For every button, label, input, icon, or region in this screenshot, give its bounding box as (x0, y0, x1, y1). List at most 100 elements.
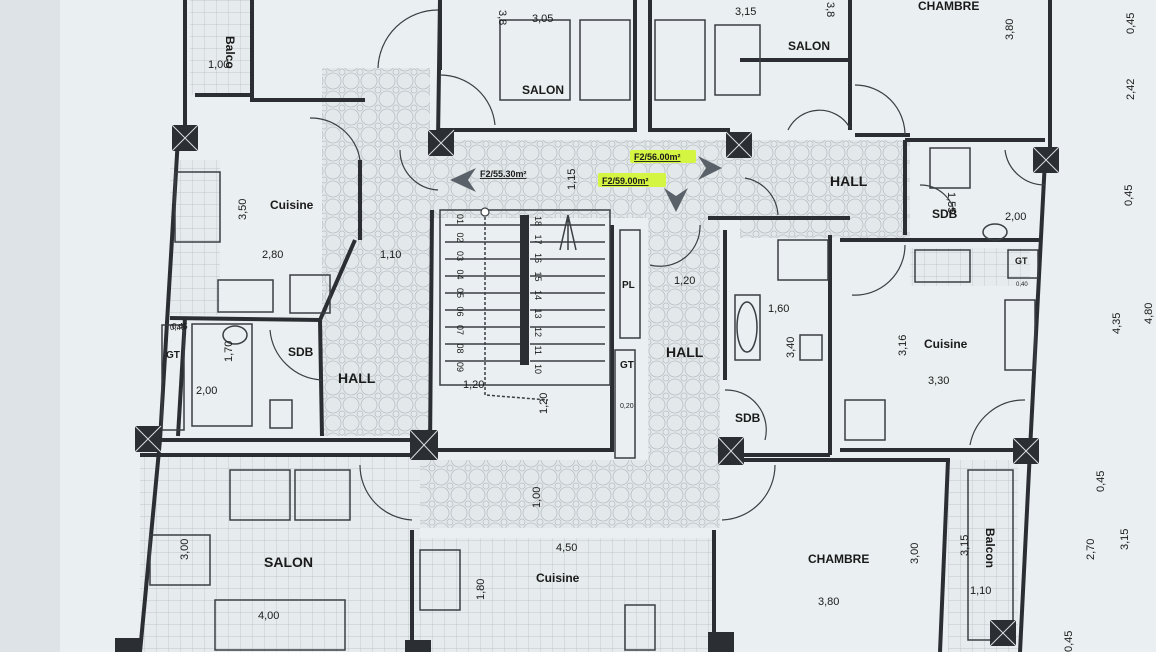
room-salon-bottom-left: SALON (264, 554, 313, 570)
dim: 3,8 (824, 2, 836, 17)
dim: 0,40 (1016, 282, 1028, 288)
dim: 0,45 (1123, 185, 1135, 206)
arrow-right-icon (698, 156, 722, 180)
room-sdb-center: SDB (735, 411, 761, 425)
dim: 4,00 (258, 610, 279, 622)
dim: 4,80 (1143, 303, 1155, 324)
room-gt-right: GT (1015, 256, 1028, 266)
stair-step-number: 09 (455, 362, 465, 372)
area-label-right: F2/56.00m² (634, 152, 681, 162)
dim: 2,00 (196, 385, 217, 397)
area-highlight-center (598, 173, 666, 187)
stair-step-number: 16 (533, 253, 543, 263)
dim: 1,15 (566, 169, 578, 190)
room-chambre-top-right: CHAMBRE (918, 0, 979, 13)
stair-step-number: 18 (533, 216, 543, 226)
room-balcon-top-left: Balco (223, 36, 237, 69)
dim: 3,80 (1004, 19, 1016, 40)
room-hall-center: HALL (666, 344, 704, 360)
room-salon-top-center: SALON (522, 83, 564, 97)
dim: 1,55 (945, 192, 957, 213)
room-cuisine-bottom: Cuisine (536, 571, 580, 585)
dim: 3,50 (237, 199, 249, 220)
dim: 3,15 (735, 6, 756, 18)
arrow-left-icon (450, 168, 476, 192)
room-hall-left: HALL (338, 370, 376, 386)
stair-step-number: 11 (533, 346, 543, 355)
room-gt-center: GT (620, 360, 634, 371)
dim: 0,45 (170, 323, 186, 332)
columns (115, 124, 1060, 652)
dim: 4,50 (556, 542, 577, 554)
hall-right-tiles (740, 140, 910, 238)
dimension-labels: 1,00 3,05 3,15 3,80 3,8 3,50 2,80 1,10 1… (170, 2, 1155, 652)
stair-step-number: 10 (533, 364, 543, 374)
room-salon-top-right: SALON (788, 39, 830, 53)
stair-numbers: 01 02 03 04 05 06 07 08 09 10 11 12 13 14 15 16 17 18 (455, 214, 543, 374)
dim: 2,80 (262, 249, 283, 261)
hall-bottom-tiles (420, 460, 720, 528)
room-pl: PL (622, 280, 635, 291)
dim: 1,20 (674, 275, 695, 287)
arrow-down-icon (664, 188, 688, 212)
room-cuisine-left: Cuisine (270, 198, 314, 212)
stair-step-number: 12 (533, 327, 543, 337)
dim: 3,16 (897, 335, 909, 356)
hall-left-tiles (322, 68, 430, 436)
salon-bottom-floor (140, 455, 420, 652)
area-label-center: F2/59.00m² (602, 176, 649, 186)
dim: 0,45 (1125, 13, 1137, 34)
room-gt-left: GT (166, 350, 180, 361)
dim: 0,45 (172, 322, 188, 331)
dim: 2,70 (1085, 539, 1097, 560)
room-sdb-left: SDB (288, 345, 314, 359)
dim: 3,15 (959, 535, 971, 556)
dim: 1,00 (208, 59, 229, 71)
arrows (450, 156, 722, 212)
stair-step-number: 08 (455, 344, 465, 354)
dim: 3,8 (496, 10, 508, 25)
stair-step-number: 01 (455, 214, 465, 224)
dim: 2,00 (1005, 211, 1026, 223)
dim: 3,80 (818, 596, 839, 608)
dim: 3,40 (785, 337, 797, 358)
dim: 3,00 (179, 539, 191, 560)
room-chambre-bottom-right: CHAMBRE (808, 552, 869, 566)
dim: 1,70 (223, 341, 235, 362)
stair-step-number: 05 (455, 288, 465, 298)
dim: 4,35 (1111, 313, 1123, 334)
dim: 3,15 (1119, 529, 1131, 550)
stair-step-number: 17 (533, 235, 543, 245)
furniture (149, 19, 1039, 651)
stair-step-number: 13 (533, 309, 543, 319)
area-labels: F2/55.30m² F2/56.00m² F2/59.00m² (480, 150, 696, 187)
stair-step-number: 04 (455, 270, 465, 280)
area-highlight-right (630, 150, 696, 163)
stair-step-number: 02 (455, 233, 465, 243)
staircase (439, 207, 611, 401)
dim: 1,10 (380, 249, 401, 261)
room-cuisine-right: Cuisine (924, 337, 968, 351)
room-hall-right: HALL (830, 173, 868, 189)
dim: 3,05 (532, 13, 553, 25)
hall-center-tiles (648, 218, 720, 463)
room-sdb-right: SDB (932, 207, 958, 221)
room-balcon-bottom-right: Balcon (983, 528, 997, 568)
cuisine-bottom-counter (418, 538, 714, 652)
dim: 2,42 (1125, 79, 1137, 100)
dim: 1,20 (463, 379, 484, 391)
dim: 0,45 (1063, 631, 1075, 652)
stair-step-number: 15 (533, 272, 543, 282)
stair-step-number: 06 (455, 307, 465, 317)
dim: 0,20 (620, 403, 634, 410)
area-label-left: F2/55.30m² (480, 169, 527, 179)
stair-step-number: 14 (533, 290, 543, 300)
dim: 3,30 (928, 375, 949, 387)
dim: 1,80 (475, 579, 487, 600)
stair-step-number: 03 (455, 251, 465, 261)
stair-step-number: 07 (455, 325, 465, 335)
cuisine-left-counter (170, 160, 220, 315)
dim: 1,20 (538, 393, 550, 414)
balcon-left-grid (190, 0, 252, 95)
room-labels: SALON SALON CHAMBRE HALL SDB Cuisine SDB… (166, 0, 1028, 585)
